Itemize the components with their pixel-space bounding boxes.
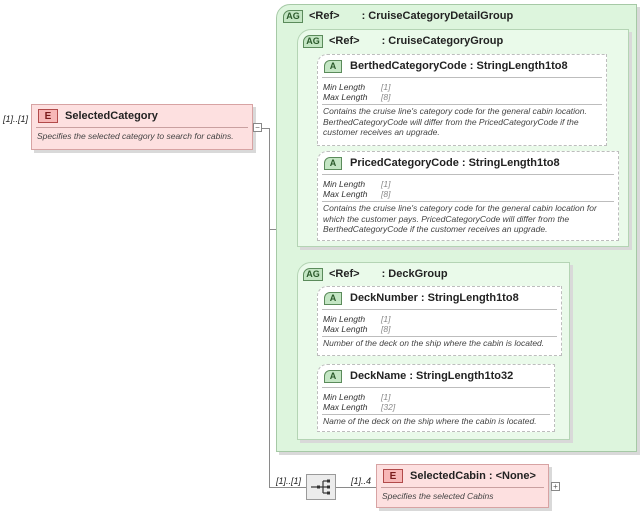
attribute-description: Number of the deck on the ship where the… xyxy=(323,338,545,348)
sequence-compositor[interactable] xyxy=(306,474,336,500)
divider xyxy=(322,77,602,78)
divider xyxy=(36,127,248,128)
divider xyxy=(322,414,550,415)
facet-max-length: Max Length[32] xyxy=(323,402,396,412)
facet-min-length: Min Length[1] xyxy=(323,82,391,92)
attribute-description: Name of the deck on the ship where the c… xyxy=(323,416,537,426)
attribute-group-badge-icon: AG xyxy=(303,34,323,48)
attribute-badge-icon: A xyxy=(324,59,342,73)
divider xyxy=(322,336,557,337)
child-expand-toggle[interactable]: + xyxy=(551,482,560,491)
group-name: : CruiseCategoryDetailGroup xyxy=(361,10,514,22)
connector-to-sequence xyxy=(269,487,306,488)
sequence-occurrence: [1]..[1] xyxy=(276,476,302,486)
divider xyxy=(322,174,614,175)
attribute-badge-icon: A xyxy=(324,369,342,383)
attribute-name: BerthedCategoryCode : StringLength1to8 xyxy=(350,60,568,72)
ref-label: <Ref> xyxy=(329,268,360,280)
connector-root-h xyxy=(262,128,270,129)
attribute-name: DeckNumber : StringLength1to8 xyxy=(350,292,519,304)
child-occurrence: [1]..4 xyxy=(351,476,372,486)
facet-max-length: Max Length[8] xyxy=(323,92,391,102)
attribute-deck-number[interactable]: A DeckNumber : StringLength1to8 Min Leng… xyxy=(317,286,562,356)
attribute-berthed-category-code[interactable]: A BerthedCategoryCode : StringLength1to8… xyxy=(317,54,607,146)
divider xyxy=(381,487,544,488)
attribute-badge-icon: A xyxy=(324,156,342,170)
connector-seq-to-child xyxy=(336,487,376,488)
attribute-priced-category-code[interactable]: A PricedCategoryCode : StringLength1to8 … xyxy=(317,151,619,241)
element-name: SelectedCabin : <None> xyxy=(410,470,536,482)
attribute-name: DeckName : StringLength1to32 xyxy=(350,370,514,382)
attribute-group-badge-icon: AG xyxy=(283,9,303,23)
root-element-name: SelectedCategory xyxy=(65,110,158,122)
facet-min-length: Min Length[1] xyxy=(323,179,391,189)
group-name: : CruiseCategoryGroup xyxy=(381,35,504,47)
connector-trunk-v xyxy=(269,128,270,488)
facet-min-length: Min Length[1] xyxy=(323,314,391,324)
divider xyxy=(322,387,550,388)
element-badge-icon: E xyxy=(38,109,58,123)
element-description: Specifies the selected Cabins xyxy=(382,491,494,501)
root-collapse-toggle[interactable]: − xyxy=(253,123,262,132)
divider xyxy=(322,201,614,202)
attribute-description: Contains the cruise line's category code… xyxy=(323,106,587,137)
group-name: : DeckGroup xyxy=(381,268,448,280)
element-badge-icon: E xyxy=(383,469,403,483)
ref-label: <Ref> xyxy=(329,35,360,47)
attribute-badge-icon: A xyxy=(324,291,342,305)
attribute-group-badge-icon: AG xyxy=(303,267,323,281)
divider xyxy=(322,104,602,105)
facet-max-length: Max Length[8] xyxy=(323,324,391,334)
attribute-deck-name[interactable]: A DeckName : StringLength1to32 Min Lengt… xyxy=(317,364,555,432)
root-element-description: Specifies the selected category to searc… xyxy=(37,131,234,141)
root-element-selected-category[interactable]: E SelectedCategory Specifies the selecte… xyxy=(31,104,253,150)
attribute-description: Contains the cruise line's category code… xyxy=(323,203,597,234)
divider xyxy=(322,309,557,310)
ref-label: <Ref> xyxy=(309,10,340,22)
facet-max-length: Max Length[8] xyxy=(323,189,391,199)
root-occurrence: [1]..[1] xyxy=(3,114,29,124)
attribute-name: PricedCategoryCode : StringLength1to8 xyxy=(350,157,560,169)
element-selected-cabin[interactable]: E SelectedCabin : <None> Specifies the s… xyxy=(376,464,549,508)
facet-min-length: Min Length[1] xyxy=(323,392,391,402)
connector-to-group xyxy=(269,229,278,230)
sequence-icon xyxy=(311,479,330,495)
